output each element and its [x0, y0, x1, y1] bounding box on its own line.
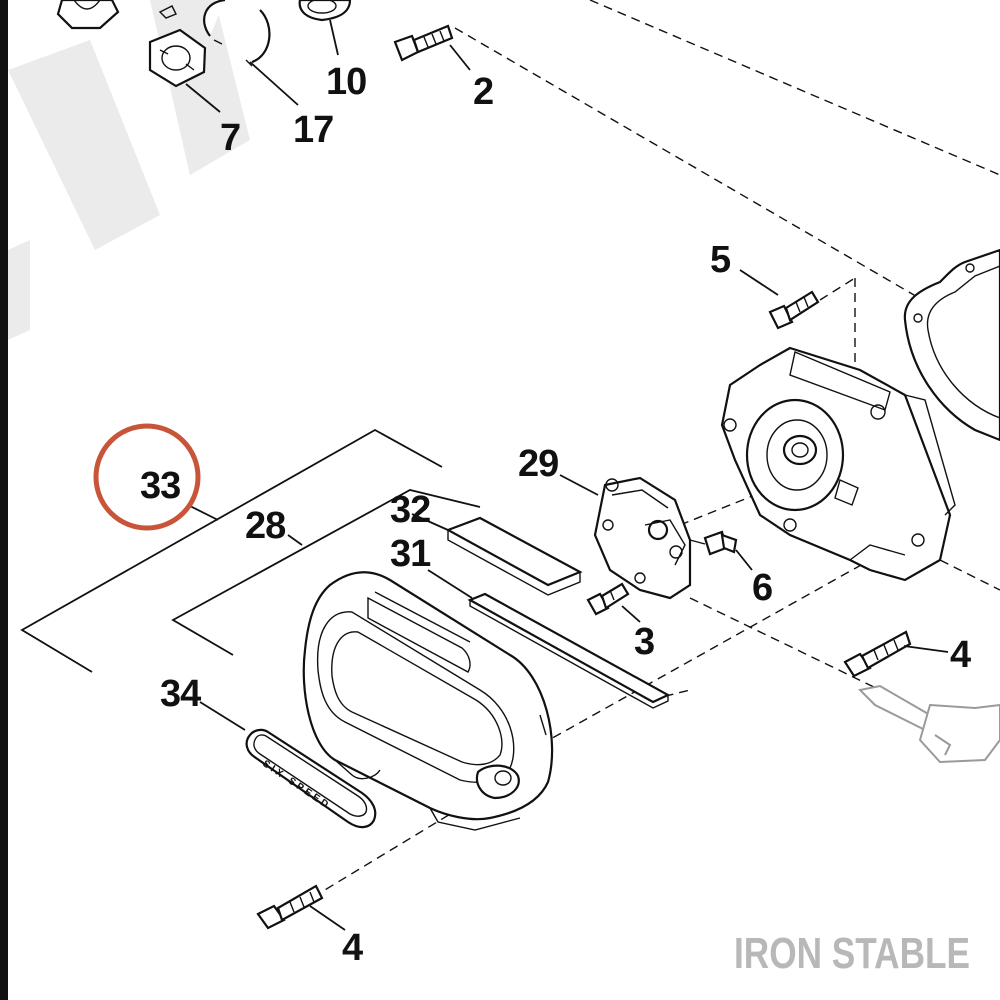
bleeder-valve-6 — [689, 530, 738, 556]
socket-bolt-5 — [768, 290, 820, 330]
trim-strip-32 — [445, 516, 583, 596]
flange-bolt-4-bottom — [256, 884, 324, 930]
gasket — [903, 248, 1000, 442]
callout-31: 31 — [390, 533, 431, 575]
retaining-ring-17 — [203, 0, 271, 67]
callout-3: 3 — [634, 621, 654, 663]
assembly-dashed-lines — [299, 0, 1000, 906]
callout-33: 33 — [140, 465, 180, 507]
clutch-cable-faded — [857, 684, 1000, 764]
callout-labels: 10 2 7 17 5 29 33 28 32 31 6 3 4 34 4 — [140, 61, 972, 969]
screw-3 — [586, 582, 630, 616]
upper-hardware-group — [56, 0, 454, 88]
callout-2: 2 — [473, 71, 493, 113]
callout-29: 29 — [518, 443, 558, 485]
transmission-side-housing — [720, 346, 956, 582]
callout-17: 17 — [293, 109, 333, 151]
watermark-text: IRON STABLE — [734, 929, 970, 978]
callout-10: 10 — [326, 61, 366, 103]
kit-bracket-lines — [20, 428, 481, 673]
bearing-10 — [298, 0, 352, 22]
transmission-side-cover — [302, 571, 554, 831]
background-watermark-shapes — [8, 0, 250, 340]
flange-bolt-2 — [393, 24, 454, 62]
callout-34: 34 — [160, 673, 201, 715]
left-edge-bar — [0, 0, 8, 1000]
actuator-cover-29 — [593, 476, 692, 600]
highlight-circle-33 — [93, 423, 201, 531]
callout-6: 6 — [752, 567, 772, 609]
callout-5: 5 — [710, 239, 731, 281]
callout-4-bottom: 4 — [342, 927, 363, 969]
callout-32: 32 — [390, 489, 430, 531]
callout-28: 28 — [245, 505, 285, 547]
callout-leader-lines — [185, 19, 949, 931]
callout-7: 7 — [220, 117, 240, 159]
callout-4-right: 4 — [950, 634, 971, 676]
flange-bolt-4-right — [843, 630, 912, 678]
nut-7 — [148, 28, 207, 88]
trim-strip-31 — [467, 592, 671, 709]
